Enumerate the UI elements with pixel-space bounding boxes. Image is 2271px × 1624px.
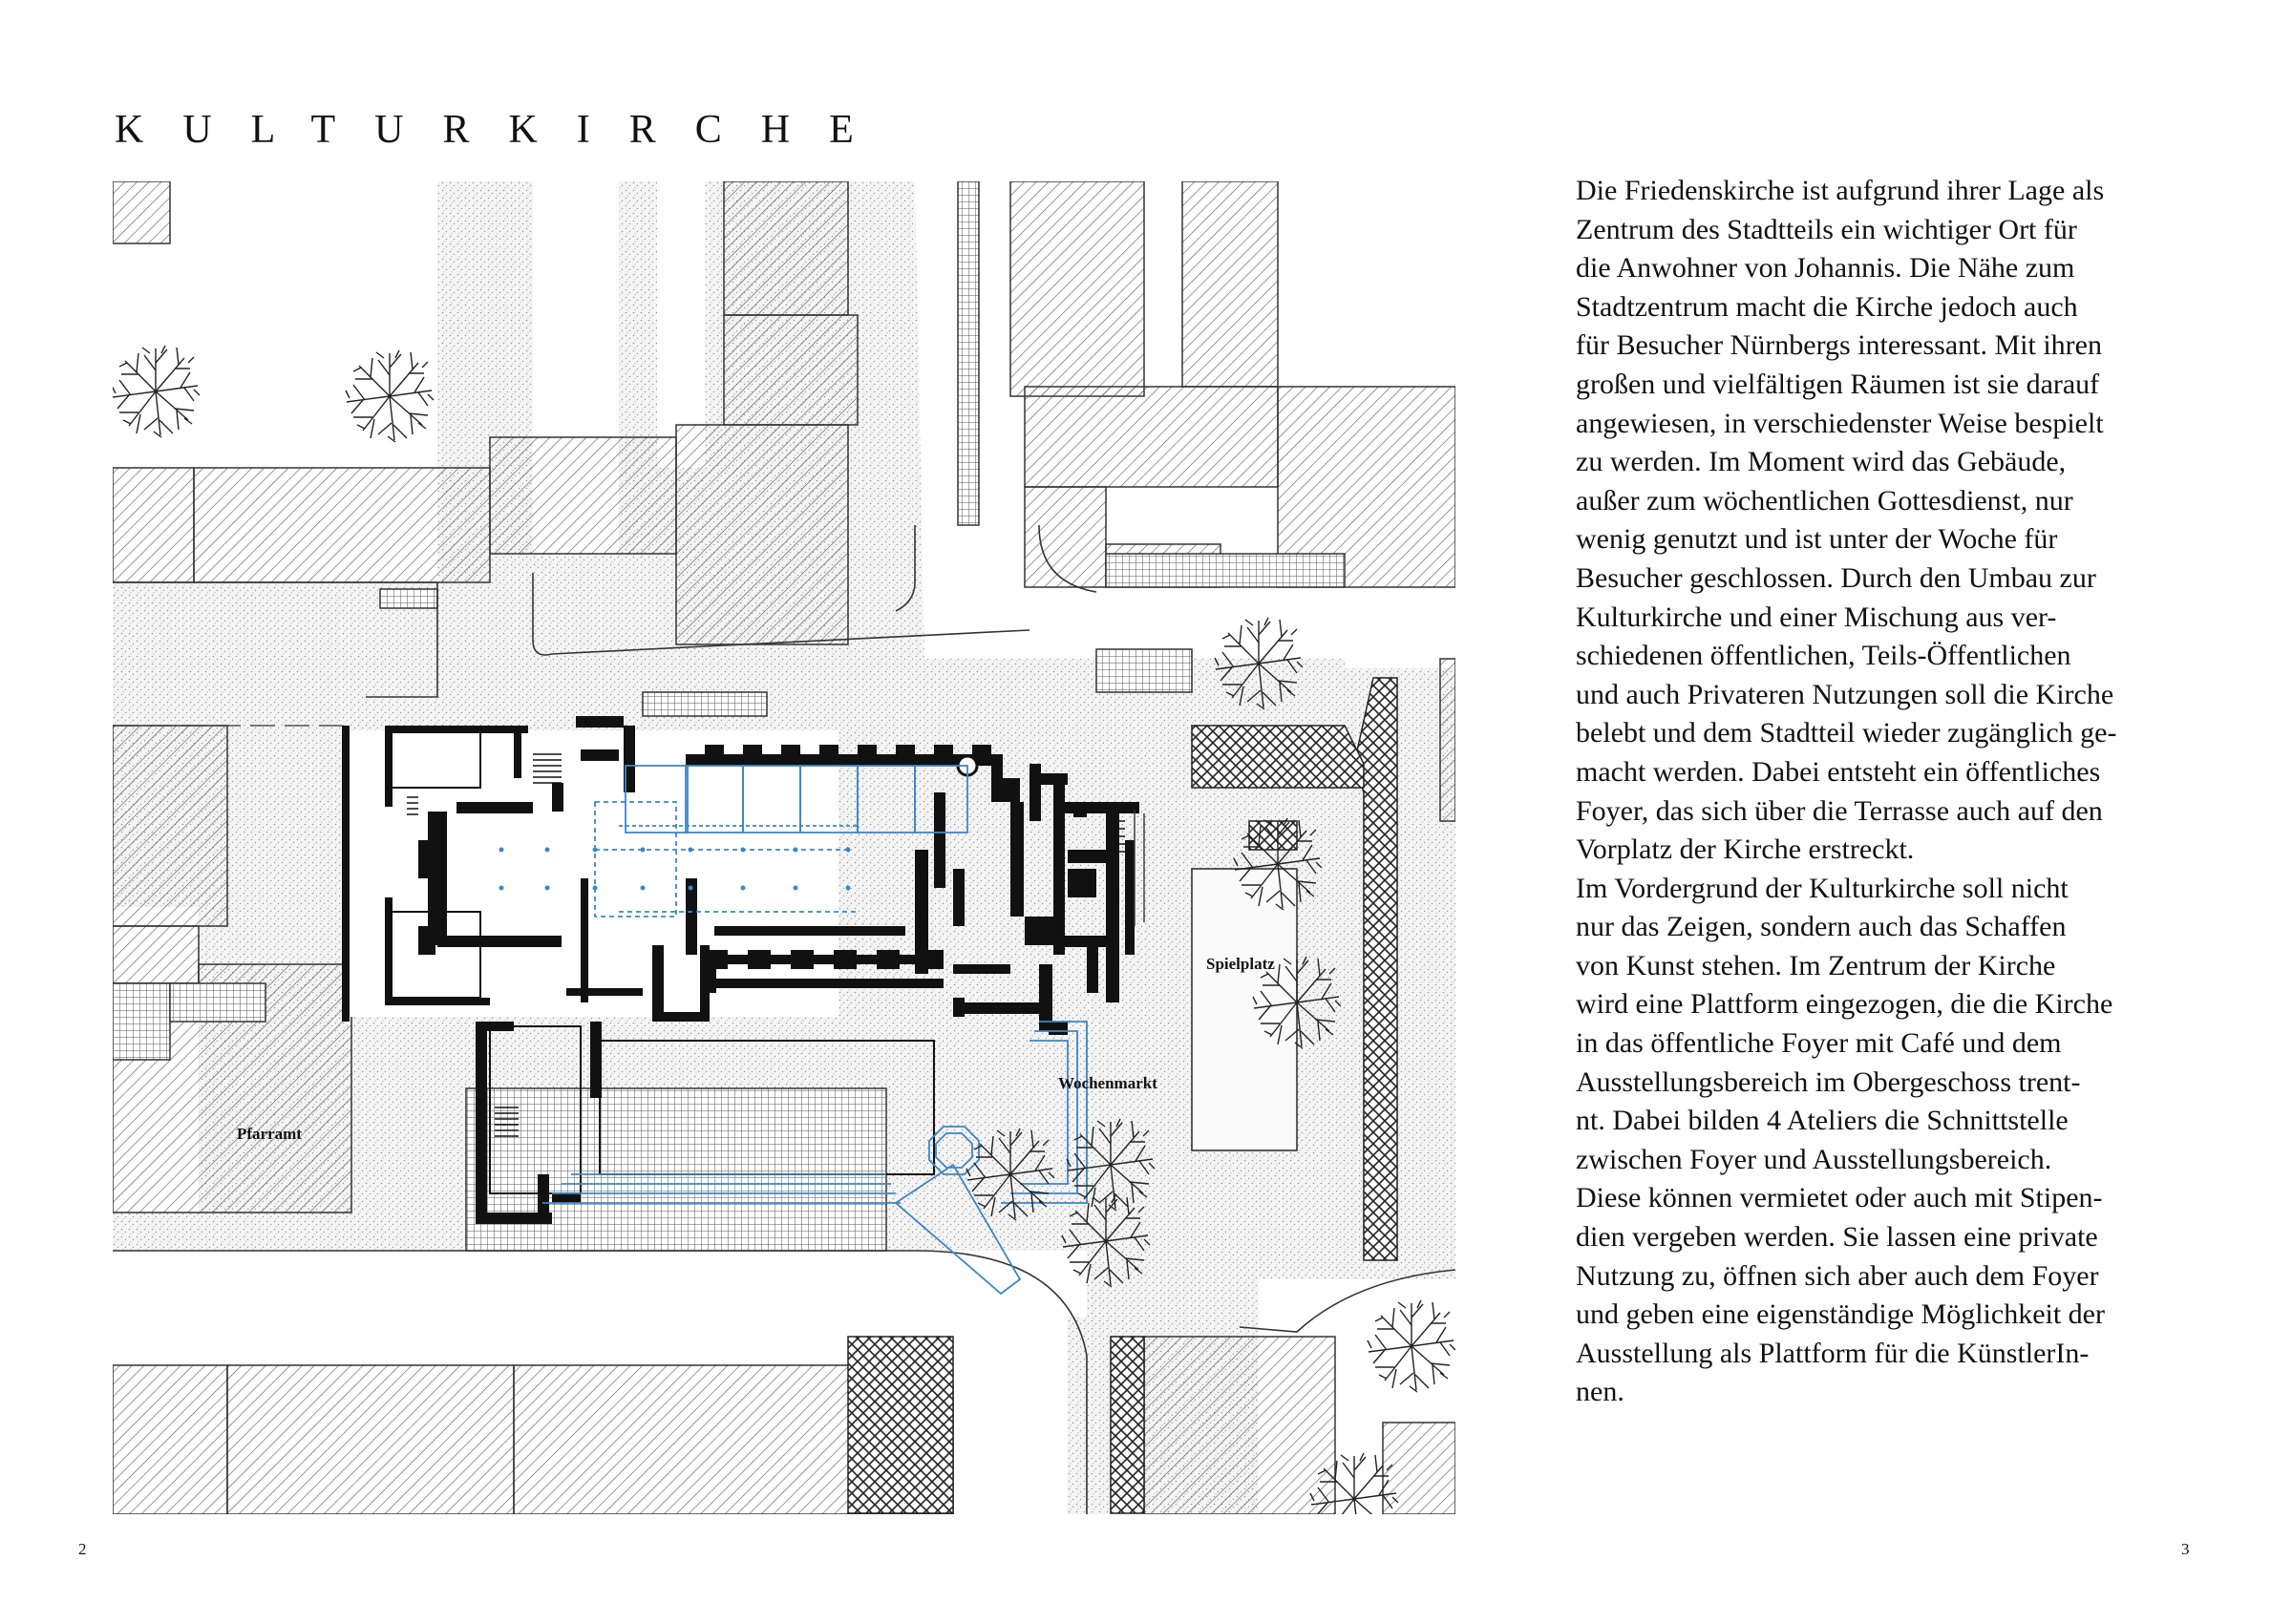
page-title: KULTURKIRCHE (115, 108, 893, 152)
description-text: Die Friedenskirche ist aufgrund ihrer La… (1576, 175, 2117, 1408)
page-number-left: 2 (78, 1540, 87, 1558)
pfarramt-label: Pfarramt (237, 1125, 302, 1143)
page-number-right: 3 (2181, 1540, 2190, 1558)
site-plan: Pfarramt Wochenmarkt Spielplatz (113, 181, 1455, 1514)
wochenmarkt-label: Wochenmarkt (1058, 1074, 1157, 1092)
spielplatz-label: Spielplatz (1206, 955, 1275, 973)
